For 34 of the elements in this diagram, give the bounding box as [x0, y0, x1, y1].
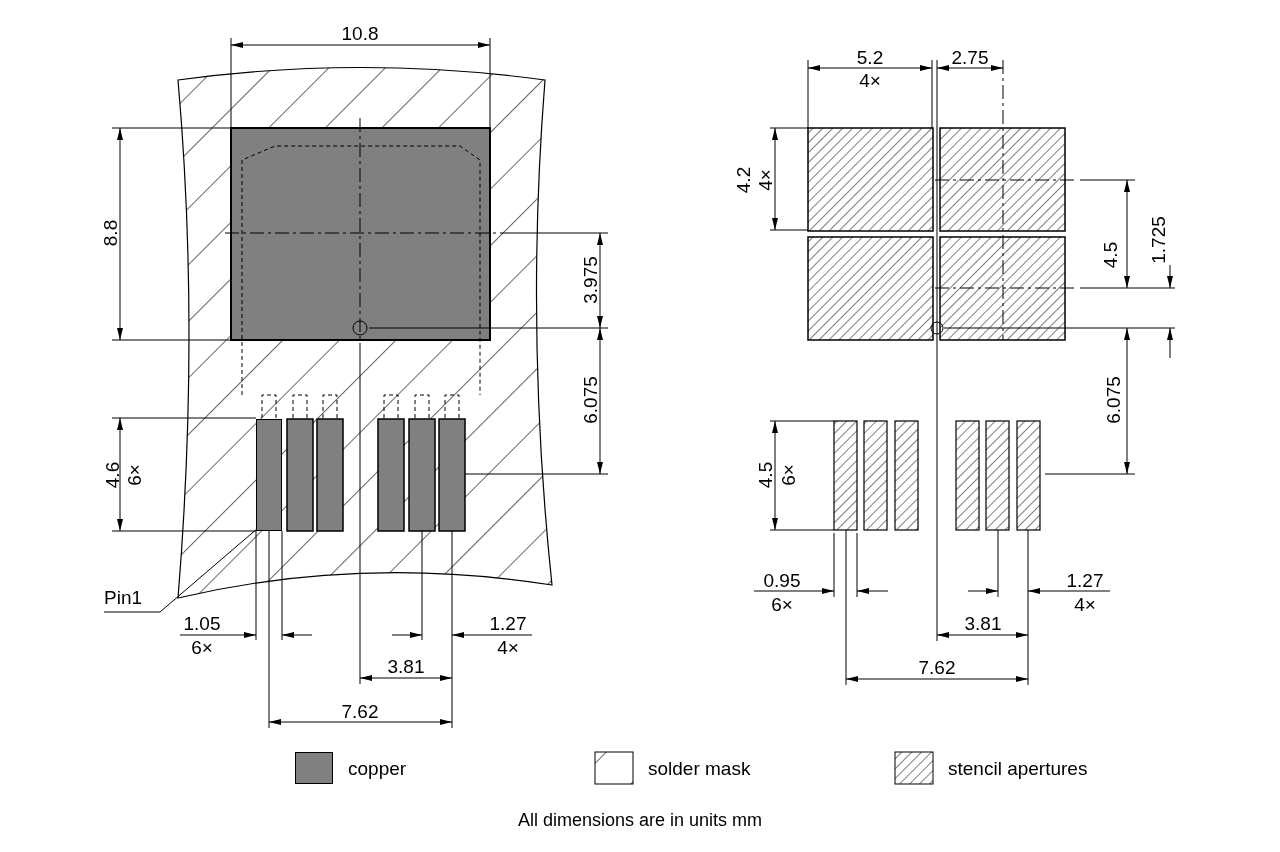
dimension-value: 6×: [124, 464, 144, 486]
dimension-value: 6.075: [1103, 376, 1123, 424]
dimension-value: 1.05: [183, 613, 221, 633]
copper-pad: [256, 419, 282, 531]
dimension-value: 6×: [778, 464, 798, 486]
dimension-value: 0.95: [763, 570, 801, 590]
dimension-value: 1.27: [489, 613, 527, 633]
dimension-value: 10.8: [341, 23, 379, 43]
dimension-value: 7.62: [341, 701, 379, 721]
dimension-value: 7.62: [918, 657, 956, 677]
dimension-value: 4×: [859, 70, 881, 90]
dimension-value: 5.2: [856, 47, 884, 67]
dimension-value: 2.75: [951, 47, 989, 67]
dimension-value: 4.5: [755, 461, 775, 489]
caption: All dimensions are in units mm: [517, 811, 763, 829]
dimension-value: 4×: [497, 637, 519, 657]
dimension-value: 1.27: [1066, 570, 1104, 590]
dimension-value: 3.975: [580, 256, 600, 304]
dimension-value: 8.8: [100, 219, 120, 247]
dimension-value: 3.81: [964, 613, 1002, 633]
dimension-value: 1.725: [1148, 216, 1168, 264]
dimension-value: 6.075: [580, 376, 600, 424]
dimension-value: 4.6: [102, 461, 122, 489]
legend-label: copper: [348, 759, 407, 778]
dimension-value: 4×: [1074, 594, 1096, 614]
dimension-value: 3.81: [387, 656, 425, 676]
pin-label: Pin1: [104, 588, 143, 607]
dimension-value: 6×: [191, 637, 213, 657]
dimension-value: 4×: [755, 169, 775, 191]
dimension-value: 4.5: [1100, 241, 1120, 269]
legend-label: solder mask: [648, 759, 751, 778]
dimension-value: 4.2: [733, 166, 753, 194]
legend-label: stencil apertures: [948, 759, 1088, 778]
dimension-value: 6×: [771, 594, 793, 614]
